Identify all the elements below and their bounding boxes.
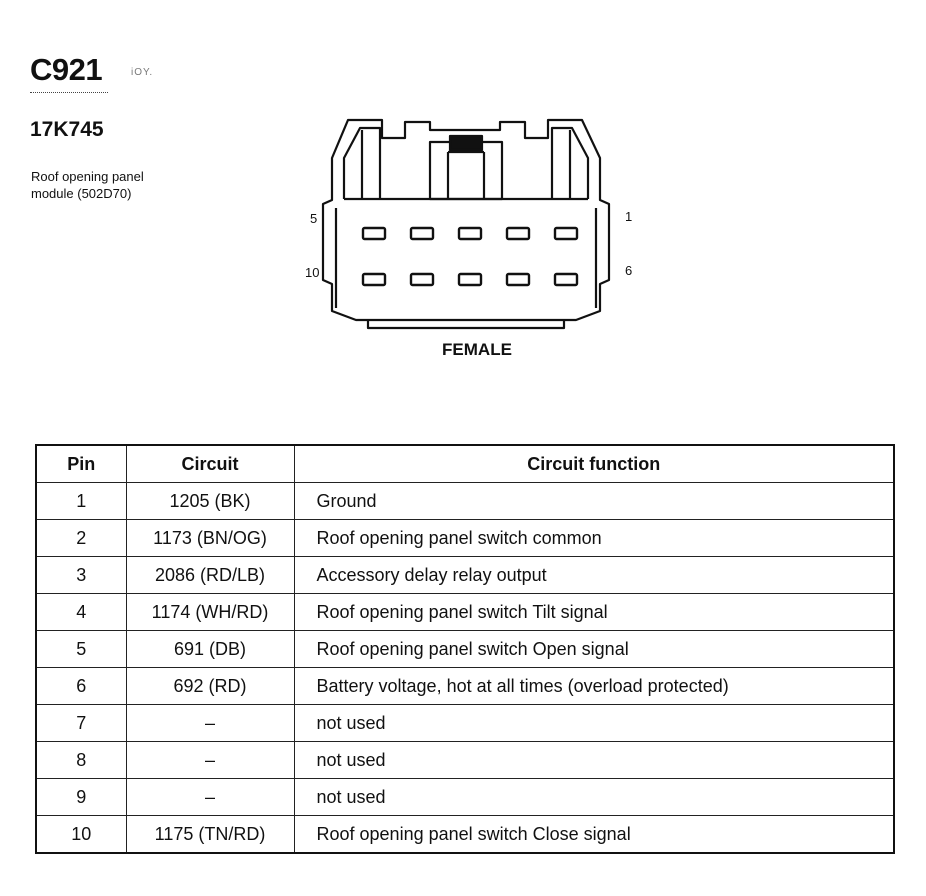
terminal-slot — [505, 272, 531, 287]
function-cell: Ground — [293, 482, 895, 520]
table-row: 6 692 (RD) Battery voltage, hot at all t… — [35, 667, 895, 705]
pin-label-top-left: 5 — [310, 211, 318, 226]
pin-cell: 8 — [35, 741, 127, 779]
circuit-cell: – — [125, 778, 295, 816]
table-row: 8 – not used — [35, 741, 895, 779]
table-row: 10 1175 (TN/RD) Roof opening panel switc… — [35, 815, 895, 854]
circuit-cell: – — [125, 741, 295, 779]
terminal-slot — [553, 226, 579, 241]
terminal-slot — [361, 272, 387, 287]
circuit-cell: 1174 (WH/RD) — [125, 593, 295, 631]
pin-cell: 3 — [35, 556, 127, 594]
connector-latch-tab — [448, 134, 484, 152]
pin-label-top-right: 1 — [625, 209, 633, 224]
circuit-cell: 1175 (TN/RD) — [125, 815, 295, 854]
top-terminal-row — [361, 226, 579, 241]
function-cell: not used — [293, 778, 895, 816]
pin-cell: 6 — [35, 667, 127, 705]
pin-label-bottom-right: 6 — [625, 263, 633, 278]
column-header-pin: Pin — [35, 444, 127, 483]
circuit-cell: 691 (DB) — [125, 630, 295, 668]
circuit-cell: 692 (RD) — [125, 667, 295, 705]
terminal-slot — [553, 272, 579, 287]
connector-shell-outline — [321, 118, 611, 322]
connector-left-post — [342, 126, 382, 199]
function-cell: Roof opening panel switch Close signal — [293, 815, 895, 854]
terminal-slot — [505, 226, 531, 241]
column-header-function: Circuit function — [293, 444, 895, 483]
connector-gender-label: FEMALE — [442, 340, 512, 359]
terminal-slot — [361, 226, 387, 241]
circuit-cell: – — [125, 704, 295, 742]
terminal-slot — [457, 272, 483, 287]
pin-cell: 4 — [35, 593, 127, 631]
circuit-cell: 1173 (BN/OG) — [125, 519, 295, 557]
pin-circuit-table: Pin Circuit Circuit function 1 1205 (BK)… — [35, 444, 895, 854]
connector-face-diagram — [321, 118, 611, 330]
table-row: 3 2086 (RD/LB) Accessory delay relay out… — [35, 556, 895, 594]
bottom-terminal-row — [361, 272, 579, 287]
function-cell: Accessory delay relay output — [293, 556, 895, 594]
terminal-slot — [457, 226, 483, 241]
table-row: 2 1173 (BN/OG) Roof opening panel switch… — [35, 519, 895, 557]
table-row: 4 1174 (WH/RD) Roof opening panel switch… — [35, 593, 895, 631]
column-header-circuit: Circuit — [125, 444, 295, 483]
pin-cell: 2 — [35, 519, 127, 557]
description-line: Roof opening panel — [31, 169, 144, 184]
table-row: 9 – not used — [35, 778, 895, 816]
function-cell: Roof opening panel switch common — [293, 519, 895, 557]
pin-cell: 7 — [35, 704, 127, 742]
table-row: 1 1205 (BK) Ground — [35, 482, 895, 520]
function-cell: Roof opening panel switch Open signal — [293, 630, 895, 668]
connector-right-post — [550, 126, 590, 199]
terminal-slot — [409, 272, 435, 287]
circuit-cell: 2086 (RD/LB) — [125, 556, 295, 594]
table-row: 7 – not used — [35, 704, 895, 742]
function-cell: not used — [293, 704, 895, 742]
pin-cell: 10 — [35, 815, 127, 854]
description-line: module (502D70) — [31, 186, 132, 201]
pin-cell: 9 — [35, 778, 127, 816]
terminal-slot — [409, 226, 435, 241]
function-cell: not used — [293, 741, 895, 779]
function-cell: Roof opening panel switch Tilt signal — [293, 593, 895, 631]
function-cell: Battery voltage, hot at all times (overl… — [293, 667, 895, 705]
connector-base-skirt — [366, 320, 566, 330]
connector-code-underline — [30, 92, 108, 93]
connector-code-note: iOY. — [131, 67, 154, 78]
pin-label-bottom-left: 10 — [305, 265, 320, 280]
table-row: 5 691 (DB) Roof opening panel switch Ope… — [35, 630, 895, 668]
circuit-cell: 1205 (BK) — [125, 482, 295, 520]
pin-cell: 5 — [35, 630, 127, 668]
connector-description: Roof opening panel module (502D70) — [31, 168, 231, 202]
pin-cell: 1 — [35, 482, 127, 520]
part-number: 17K745 — [30, 118, 104, 141]
connector-code: C921 — [30, 52, 103, 87]
table-header-row: Pin Circuit Circuit function — [35, 444, 895, 483]
